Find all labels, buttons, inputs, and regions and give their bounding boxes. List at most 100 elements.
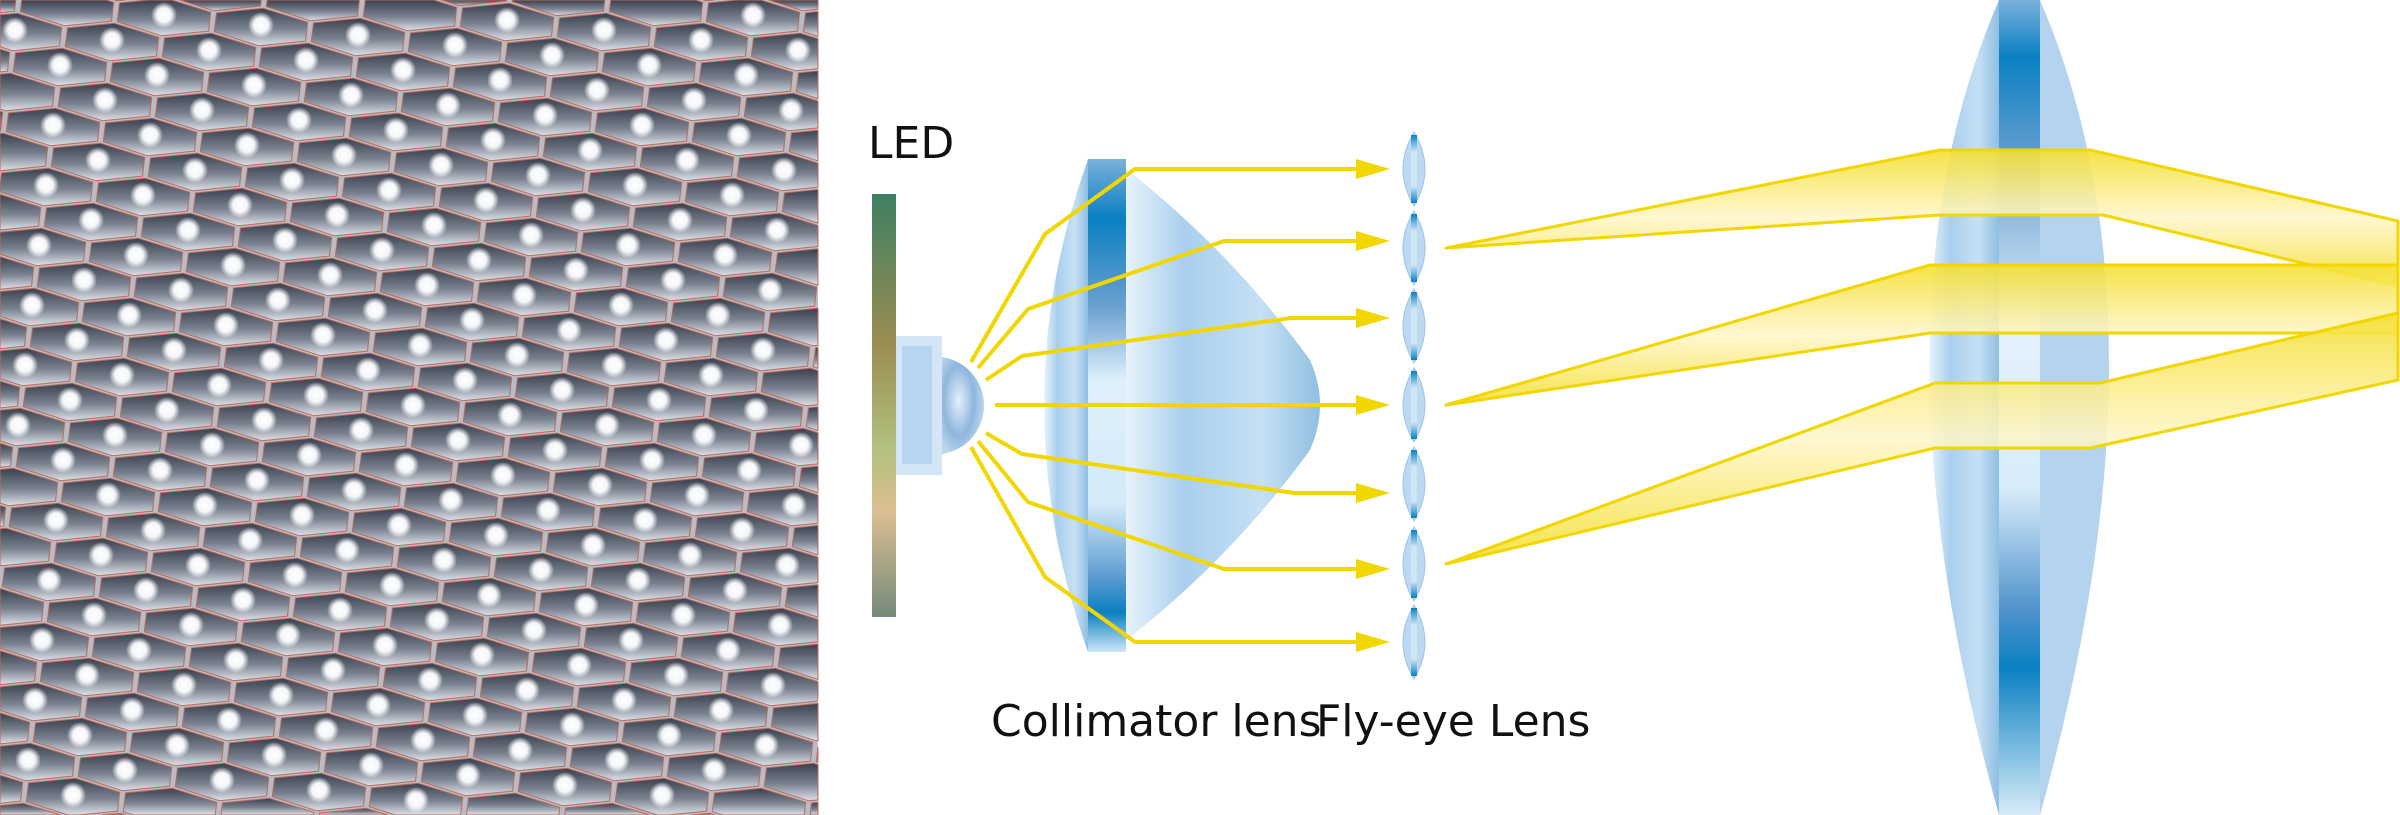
lenslet-highlight: [556, 317, 582, 343]
lenslet-highlight: [296, 442, 322, 468]
lenslet-highlight: [632, 507, 658, 533]
lenslet-highlight: [629, 112, 655, 138]
lenslet-highlight: [223, 647, 249, 673]
lenslet-highlight: [116, 302, 142, 328]
hex-lenslet: [768, 0, 819, 12]
lenslet-highlight: [428, 152, 454, 178]
lenslet-highlight: [639, 447, 665, 473]
lenslet-highlight: [608, 292, 634, 318]
lenslet-highlight: [733, 62, 759, 88]
lenslet-highlight: [241, 72, 267, 98]
lenslet-highlight: [324, 202, 350, 228]
light-rays: [969, 159, 1390, 652]
lenslet-highlight: [660, 267, 686, 293]
hex-lenslet: [815, 747, 819, 763]
lenslet-highlight: [611, 687, 637, 713]
lenslet-highlight: [12, 352, 38, 378]
light-beam: [1444, 263, 2400, 407]
lenslet-highlight: [268, 682, 294, 708]
lenslet-highlight: [320, 657, 346, 683]
lenslet-highlight: [736, 457, 762, 483]
hex-lenslet: [265, 0, 360, 22]
lenslet-highlight: [327, 597, 353, 623]
lenslet-highlight: [216, 707, 242, 733]
lenslet-highlight: [164, 732, 190, 758]
lenslet-highlight: [133, 577, 159, 603]
led-label: LED: [868, 118, 954, 169]
hex-lenslet: [0, 0, 17, 14]
lenslet-highlight: [192, 492, 218, 518]
lenslet-highlight: [584, 77, 610, 103]
lenslet-highlight: [663, 662, 689, 688]
lenslet-highlight: [421, 212, 447, 238]
lenslet-highlight: [681, 87, 707, 113]
lenslet-highlight: [684, 482, 710, 508]
lenslet-highlight: [85, 147, 111, 173]
lenslet-highlight: [2, 17, 28, 43]
lenslet-highlight: [771, 157, 797, 183]
lenslet-highlight: [674, 147, 700, 173]
lenslet-highlight: [251, 407, 277, 433]
lenslet-highlight: [175, 217, 201, 243]
lenslet-highlight: [119, 697, 145, 723]
lenslet-highlight: [185, 552, 211, 578]
lenslet-highlight: [144, 62, 170, 88]
lenslet-highlight: [178, 612, 204, 638]
hex-lenslet: [703, 0, 714, 2]
hex-lenslet: [465, 792, 561, 815]
hex-lenslet: [0, 527, 52, 567]
lenslet-highlight: [265, 287, 291, 313]
lenslet-highlight: [22, 687, 48, 713]
lenslet-highlight: [88, 542, 114, 568]
lenslet-highlight: [743, 397, 769, 423]
lenslet-highlight: [653, 327, 679, 353]
lenslet-highlight: [379, 572, 405, 598]
lenslet-highlight: [528, 557, 554, 583]
lenslet-highlight: [667, 207, 693, 233]
lenslet-highlight: [338, 82, 364, 108]
lenslet-highlight: [99, 27, 125, 53]
lenslet-highlight: [161, 337, 187, 363]
lenslet-highlight: [587, 472, 613, 498]
arrow-head-icon: [1356, 395, 1390, 415]
light-beam: [1444, 311, 2400, 566]
lenslet-highlight: [497, 402, 523, 428]
hex-lenslet: [0, 442, 14, 468]
lenslet-highlight: [57, 387, 83, 413]
lenslet-highlight: [403, 787, 429, 813]
lenslet-highlight: [514, 677, 540, 703]
lenslet-highlight: [726, 122, 752, 148]
lenslet-highlight: [473, 187, 499, 213]
lenslet-highlight: [341, 477, 367, 503]
lenslet-highlight: [400, 392, 426, 418]
light-beam: [1444, 148, 2400, 288]
lenslet-highlight: [442, 32, 468, 58]
lenslet-highlight: [137, 122, 163, 148]
arrow-head-icon: [1356, 632, 1390, 652]
lenslet-highlight: [317, 262, 343, 288]
lenslet-highlight: [60, 782, 86, 808]
hex-lenslet: [114, 0, 125, 2]
lenslet-highlight: [171, 672, 197, 698]
lenslet-highlight: [677, 542, 703, 568]
lenslet-highlight: [566, 652, 592, 678]
hex-lenslet: [220, 797, 315, 815]
lenslet-highlight: [376, 177, 402, 203]
lenslet-highlight: [549, 377, 575, 403]
lenslet-highlight: [480, 127, 506, 153]
lenslet-highlight: [358, 752, 384, 778]
hex-lenslet: [0, 48, 11, 73]
lenslet-highlight: [712, 242, 738, 268]
lenslet-highlight: [345, 22, 371, 48]
arrow-head-icon: [1356, 231, 1390, 251]
lenslet-highlight: [417, 667, 443, 693]
led-dome: [942, 357, 985, 454]
lenslet-highlight: [636, 52, 662, 78]
lenslet-highlight: [109, 362, 135, 388]
hex-lenslet: [788, 129, 819, 162]
hex-lenslet: [795, 70, 819, 100]
light-ray: [969, 167, 1360, 364]
lenslet-highlight: [362, 297, 388, 323]
lenslet-highlight: [123, 242, 149, 268]
lenslet-highlight: [715, 637, 741, 663]
